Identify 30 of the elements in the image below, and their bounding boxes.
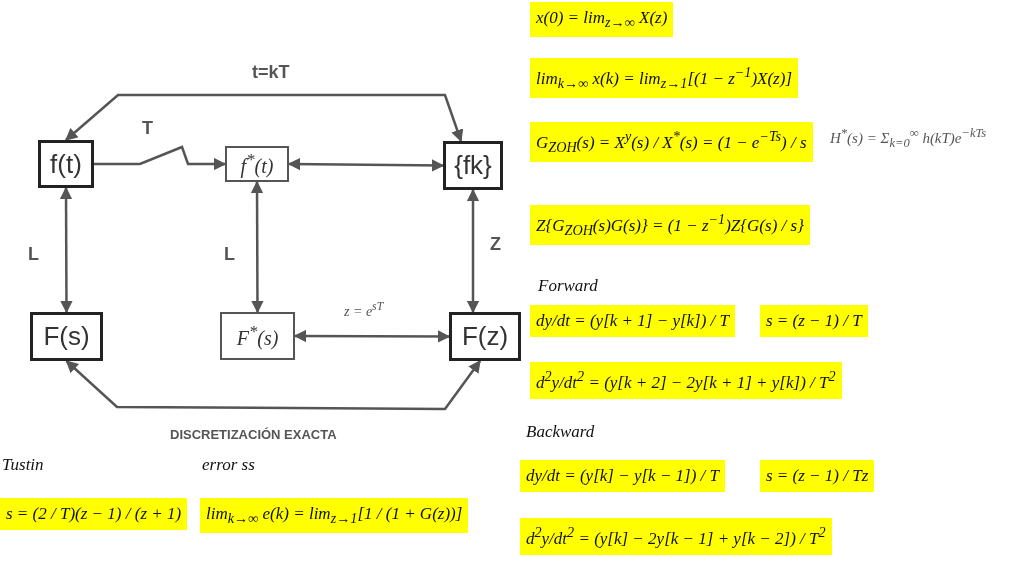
- formula: Z{G$_{ZOH}$(s)G(s)} = (1 − z$^{−1}$)Z{G(s) / s}: [530, 205, 810, 246]
- connector-arrow: [65, 360, 481, 411]
- formula: dy/dt = (y[k + 1] − y[k]) / T: [530, 305, 736, 337]
- formula: lim$_{k→∞}$ e(k) = lim$_{z→1}$[1 / (1 + G(z))]: [200, 498, 469, 534]
- formula: s = (2 / T)(z − 1) / (z + 1): [0, 498, 188, 530]
- heading: Backward: [525, 421, 596, 443]
- formula: x(0) = lim$_{z→∞}$ X(z): [530, 2, 674, 38]
- formula: G$_{ZOH}$(s) = X$^{y}$(s) / X$^{*}$(s) = (1 − e$^{−Ts}$) / s: [530, 122, 813, 163]
- heading: Tustin: [1, 454, 45, 476]
- caption: DISCRETIZACIÓN EXACTA: [170, 427, 337, 442]
- connector-arrow: [250, 180, 264, 314]
- function-box: f(t): [38, 140, 94, 188]
- heading: error ss: [201, 454, 256, 476]
- connector-arrow: [59, 186, 73, 314]
- function-box: {fk}: [443, 141, 503, 190]
- connector-arrow: [466, 188, 480, 314]
- connector-arrow: [65, 93, 464, 143]
- function-box: F(s): [30, 312, 103, 361]
- heading: Forward: [537, 275, 599, 297]
- function-box: f$^{*}$(t): [225, 146, 289, 182]
- formula: s = (z − 1) / Tz: [760, 460, 875, 492]
- formula: H$^{*}$(s) = Σ$_{k=0}$$^{∞}$ h(kT)e$^{−kTs}$: [829, 125, 988, 152]
- formula: lim$_{k→∞}$ x(k) = lim$_{z→1}$[(1 − z$^{−1}$)X(z)]: [530, 58, 798, 99]
- formula: d$^{2}$y/dt$^{2}$ = (y[k] − 2y[k − 1] + y[k − 2]) / T$^{2}$: [520, 518, 832, 555]
- function-box: F(z): [449, 312, 521, 361]
- formula: s = (z − 1) / T: [760, 305, 868, 337]
- formula: d$^{2}$y/dt$^{2}$ = (y[k + 2] − 2y[k + 1] + y[k]) / T$^{2}$: [530, 362, 842, 399]
- function-box: F$^{*}$(s): [220, 312, 295, 360]
- switch-arrow: [94, 145, 227, 171]
- formula: dy/dt = (y[k] − y[k − 1]) / T: [520, 460, 726, 492]
